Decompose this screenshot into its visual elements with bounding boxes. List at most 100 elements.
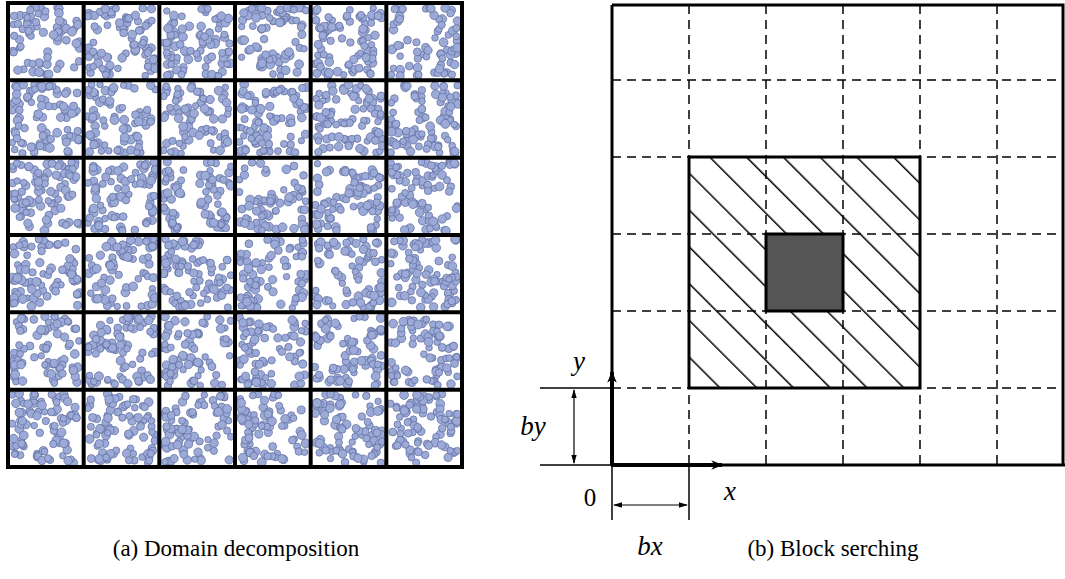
particle	[68, 109, 77, 118]
particle	[135, 275, 142, 282]
particle	[242, 372, 250, 380]
particle	[119, 125, 127, 133]
particle	[25, 27, 33, 35]
particle	[217, 12, 226, 21]
particle	[219, 49, 226, 56]
particle	[223, 404, 232, 413]
particle	[68, 159, 75, 166]
particle	[184, 329, 191, 336]
particle	[133, 132, 141, 140]
particle	[252, 282, 259, 289]
particle	[124, 345, 131, 352]
particle	[258, 59, 266, 67]
particle	[41, 448, 48, 455]
particle	[42, 417, 49, 424]
particle	[163, 49, 170, 56]
particle	[33, 412, 41, 420]
particle	[317, 25, 324, 32]
particle	[250, 335, 259, 344]
particle	[66, 255, 74, 263]
particle	[57, 204, 65, 212]
particle	[45, 70, 53, 78]
particle	[287, 141, 295, 149]
particle	[200, 104, 209, 113]
particle	[302, 198, 309, 205]
particle	[223, 138, 232, 147]
particle	[53, 399, 60, 406]
particle	[50, 359, 58, 367]
particle	[286, 246, 293, 253]
particle	[53, 320, 61, 328]
particle	[254, 328, 261, 335]
particle	[16, 106, 24, 114]
particle	[192, 103, 198, 109]
particle	[103, 341, 110, 348]
particle	[16, 342, 23, 349]
particle	[64, 457, 72, 465]
particle	[328, 23, 336, 31]
particle	[135, 315, 144, 324]
particle	[105, 376, 112, 383]
particle	[19, 431, 28, 440]
particle	[38, 353, 44, 359]
particle	[294, 184, 301, 191]
particle	[109, 193, 116, 200]
particle	[204, 444, 211, 451]
particle	[124, 430, 132, 438]
particle	[51, 380, 58, 387]
particle	[142, 72, 149, 79]
particle	[105, 168, 112, 175]
particle	[179, 417, 186, 424]
particle	[71, 403, 79, 411]
particle	[204, 5, 211, 12]
particle	[151, 192, 158, 199]
particle	[10, 349, 17, 356]
particle	[350, 56, 358, 64]
particle	[37, 124, 46, 133]
particle	[42, 216, 50, 224]
particle	[97, 328, 105, 336]
particle	[214, 407, 223, 416]
particle	[175, 330, 182, 337]
particle	[241, 165, 248, 172]
particle	[59, 102, 67, 110]
particle	[208, 127, 215, 134]
particle	[357, 11, 364, 18]
particle	[285, 48, 294, 57]
particle	[73, 275, 80, 282]
particle	[74, 301, 82, 309]
particle	[126, 413, 133, 420]
particle	[123, 252, 132, 261]
particle	[130, 41, 138, 49]
particle	[260, 35, 268, 43]
particle	[13, 274, 22, 283]
particle	[255, 430, 263, 438]
particle	[296, 349, 303, 356]
particle	[218, 221, 224, 227]
particle	[297, 431, 306, 440]
particle	[274, 247, 282, 255]
particle	[130, 450, 137, 457]
particle	[223, 256, 231, 264]
particle	[30, 316, 38, 324]
particle	[42, 8, 49, 15]
particle	[113, 243, 121, 251]
particle	[116, 341, 124, 349]
particle	[10, 299, 18, 307]
particle	[191, 278, 197, 284]
particle	[189, 408, 196, 415]
particle	[114, 185, 121, 192]
particle	[137, 422, 145, 430]
particle	[174, 114, 183, 123]
particle	[167, 411, 175, 419]
particle	[106, 148, 113, 155]
particle	[112, 5, 119, 12]
particle	[17, 327, 24, 334]
particle	[22, 199, 29, 206]
particle	[239, 275, 247, 283]
particle	[161, 332, 169, 340]
particle	[44, 54, 52, 62]
particle	[245, 240, 253, 248]
particle	[135, 378, 143, 386]
particle	[162, 459, 169, 466]
